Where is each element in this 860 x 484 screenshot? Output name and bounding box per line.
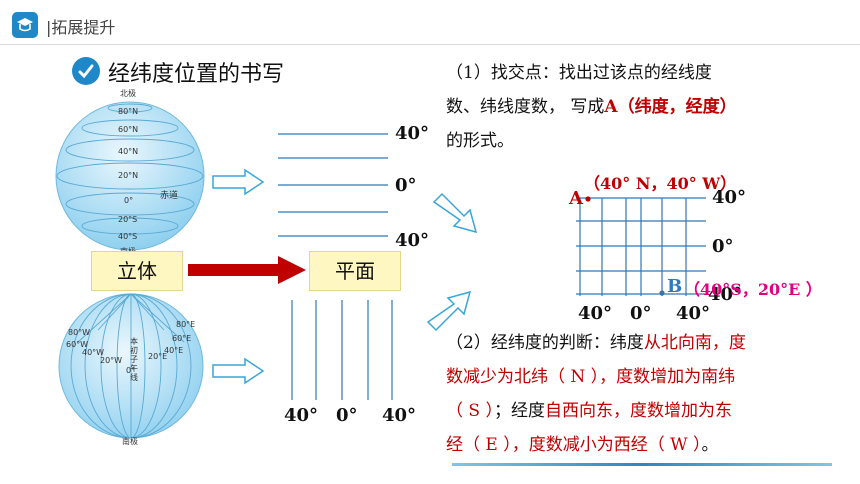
grid-diagram	[576, 196, 706, 296]
diagonal-arrow-up-icon	[426, 290, 472, 332]
grid-bottom-label-center: 0°	[630, 303, 652, 324]
check-pencil-icon	[72, 57, 100, 85]
lat-label-80n: 80°N	[118, 107, 139, 116]
south-pole-label-2: 南极	[122, 437, 138, 446]
step2-line3: （ S ）；经度自西向东，度数增加为东	[446, 401, 732, 421]
diagonal-arrow-down-icon	[432, 192, 478, 234]
header-divider	[0, 44, 860, 45]
lon-label-20w: 20°W	[100, 356, 123, 365]
header-title: |拓展提升	[46, 18, 116, 37]
solid-label-box: 立体	[91, 251, 183, 291]
outline-arrow-icon-2	[212, 357, 265, 385]
point-b-coord: （40°S，20°E ）	[684, 280, 822, 299]
lat-label-0: 0°	[124, 196, 134, 205]
lat-label-60n: 60°N	[118, 125, 139, 134]
format-expression: A（纬度，经度）	[604, 97, 737, 117]
lon-label-40e: 40°E	[164, 346, 184, 355]
lat-top-label: 40°	[395, 123, 430, 144]
lon-label-80w: 80°W	[68, 328, 91, 337]
latitude-globe	[55, 101, 205, 251]
lat-equator-label: 0°	[395, 175, 417, 196]
lat-label-40n: 40°N	[118, 147, 139, 156]
grid-bottom-label-left: 40°	[578, 303, 613, 324]
point-b-label: B	[667, 276, 683, 297]
longitude-lines	[291, 300, 393, 400]
flat-label-box: 平面	[309, 251, 401, 291]
section-title: 经纬度位置的书写	[108, 62, 285, 87]
lon-label-80e: 80°E	[176, 320, 196, 329]
grid-right-label-mid: 0°	[712, 236, 734, 257]
step2-line4: 经（ E ），度数减小为西经（ W ）。	[446, 435, 719, 455]
lat-label-40s: 40°S	[118, 232, 138, 241]
lat-label-20n: 20°N	[118, 171, 139, 180]
lon-right-label: 40°	[382, 405, 417, 426]
lon-label-40w: 40°W	[82, 348, 105, 357]
step2-line2: 数减少为北纬（ N ），度数增加为南纬	[446, 367, 736, 387]
outline-arrow-icon	[212, 168, 265, 196]
lon-label-60w: 60°W	[66, 340, 89, 349]
red-arrow-icon	[188, 256, 306, 284]
step1-line3: 的形式。	[446, 131, 514, 151]
point-a-label: A	[569, 188, 583, 209]
lat-label-20s: 20°S	[118, 215, 138, 224]
lon-left-label: 40°	[284, 405, 319, 426]
equator-label: 赤道	[160, 191, 179, 201]
lon-label-0: 0°	[126, 366, 136, 375]
point-a-coord: （40° N，40° W）	[584, 174, 737, 193]
app-logo	[12, 12, 38, 38]
grid-bottom-label-right: 40°	[676, 303, 711, 324]
north-pole-label: 北极	[120, 89, 136, 98]
lat-bottom-label: 40°	[395, 230, 430, 251]
step2-text: （2）经纬度的判断：纬度从北向南，度 数减少为北纬（ N ），度数增加为南纬 （…	[446, 326, 846, 462]
step1-line2: 数、纬线度数， 写成A（纬度，经度）	[446, 97, 737, 117]
latitude-lines	[278, 133, 388, 237]
grid-right-label-top: 40°	[712, 187, 747, 208]
step1-text: （1）找交点：找出过该点的经线度 数、纬线度数， 写成A（纬度，经度） 的形式。	[446, 56, 846, 158]
grid-right-label-bottom: 40°	[708, 284, 743, 305]
prime-meridian-label: 本初子午线	[130, 337, 138, 382]
lon-label-20e: 20°E	[148, 352, 168, 361]
lon-center-label: 0°	[336, 405, 358, 426]
footer-accent-bar	[452, 463, 832, 466]
lon-label-60e: 60°E	[172, 334, 192, 343]
point-a-marker	[585, 196, 591, 202]
longitude-globe	[58, 293, 204, 439]
step2-line1: （2）经纬度的判断：纬度从北向南，度	[446, 333, 746, 353]
step1-line1: （1）找交点：找出过该点的经线度	[446, 63, 712, 83]
point-b-marker	[659, 290, 665, 296]
